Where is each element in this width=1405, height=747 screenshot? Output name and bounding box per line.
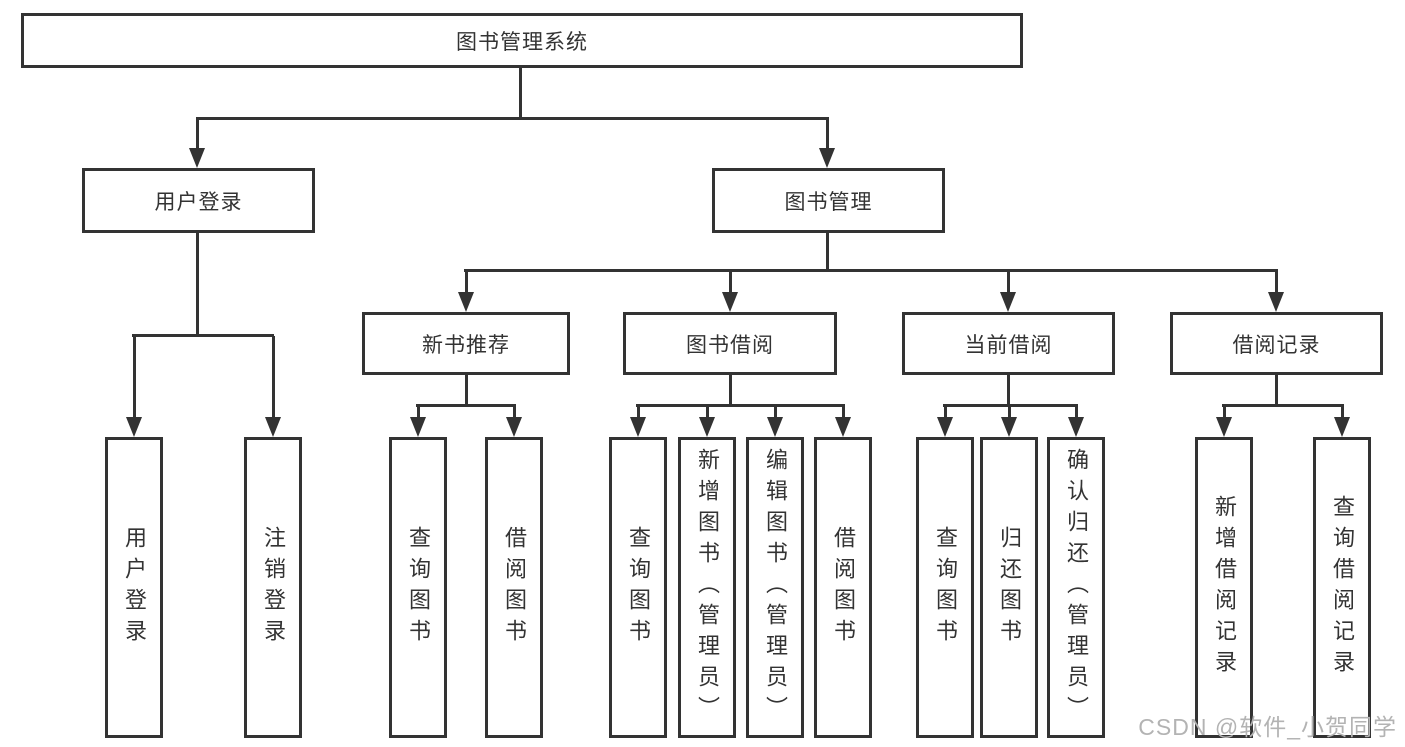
connector-line: [774, 406, 777, 420]
leaf-recommend-query-books-label: 查询图书: [406, 525, 431, 650]
arrow-down-icon: [458, 292, 474, 312]
leaf-confirm-return-admin: 确认归还（管理员）: [1047, 437, 1105, 738]
leaf-recommend-borrow-books: 借阅图书: [485, 437, 543, 738]
leaf-edit-books-admin-label: 编辑图书（管理员）: [763, 448, 788, 727]
connector-line: [637, 406, 640, 420]
arrow-down-icon: [699, 417, 715, 437]
connector-line: [132, 334, 274, 337]
arrow-down-icon: [819, 148, 835, 168]
leaf-add-books-admin: 新增图书（管理员）: [678, 437, 736, 738]
leaf-query-borrow-record-label: 查询借阅记录: [1330, 494, 1355, 681]
arrow-down-icon: [1216, 417, 1232, 437]
arrow-down-icon: [506, 417, 522, 437]
leaf-logout: 注销登录: [244, 437, 302, 738]
arrow-down-icon: [265, 417, 281, 437]
node-user-login-label: 用户登录: [154, 190, 243, 214]
connector-line: [1075, 406, 1078, 420]
leaf-logout-label: 注销登录: [261, 525, 286, 650]
connector-line: [944, 406, 947, 420]
leaf-borrow-books-label: 借阅图书: [831, 525, 856, 650]
leaf-borrow-books: 借阅图书: [814, 437, 872, 738]
connector-line: [416, 404, 516, 407]
leaf-recommend-borrow-books-label: 借阅图书: [502, 525, 527, 650]
connector-line: [1223, 406, 1226, 420]
arrow-down-icon: [1268, 292, 1284, 312]
node-book-borrowing-label: 图书借阅: [686, 333, 774, 357]
connector-line: [729, 375, 732, 407]
arrow-down-icon: [1334, 417, 1350, 437]
leaf-add-books-admin-label: 新增图书（管理员）: [695, 448, 720, 727]
connector-line: [196, 118, 199, 152]
node-library-system: 图书管理系统: [21, 13, 1023, 68]
leaf-confirm-return-admin-label: 确认归还（管理员）: [1064, 448, 1089, 727]
leaf-recommend-query-books: 查询图书: [389, 437, 447, 738]
node-book-management-label: 图书管理: [784, 190, 873, 214]
connector-line: [513, 406, 516, 420]
arrow-down-icon: [189, 148, 205, 168]
connector-line: [1275, 271, 1278, 296]
connector-line: [133, 336, 136, 420]
connector-line: [729, 271, 732, 296]
arrow-down-icon: [767, 417, 783, 437]
connector-line: [465, 375, 468, 407]
connector-line: [1007, 271, 1010, 296]
node-library-system-label: 图书管理系统: [456, 30, 588, 54]
connector-line: [1222, 404, 1344, 407]
node-user-login: 用户登录: [82, 168, 315, 233]
leaf-borrowing-query-books-label: 查询图书: [626, 525, 651, 650]
connector-line: [826, 118, 829, 152]
connector-line: [1008, 406, 1011, 420]
leaf-add-borrow-record: 新增借阅记录: [1195, 437, 1253, 738]
leaf-edit-books-admin: 编辑图书（管理员）: [746, 437, 804, 738]
connector-line: [465, 271, 468, 296]
leaf-current-query-books-label: 查询图书: [933, 525, 958, 650]
node-book-borrowing: 图书借阅: [623, 312, 837, 375]
connector-line: [636, 404, 845, 407]
connector-line: [1275, 375, 1278, 407]
node-book-management: 图书管理: [712, 168, 945, 233]
node-current-borrowing: 当前借阅: [902, 312, 1115, 375]
node-new-book-recommend: 新书推荐: [362, 312, 570, 375]
node-borrow-records-label: 借阅记录: [1232, 333, 1321, 357]
leaf-borrowing-query-books: 查询图书: [609, 437, 667, 738]
connector-line: [464, 269, 1278, 272]
connector-line: [1341, 406, 1344, 420]
arrow-down-icon: [722, 292, 738, 312]
node-borrow-records: 借阅记录: [1170, 312, 1383, 375]
arrow-down-icon: [126, 417, 142, 437]
connector-line: [417, 406, 420, 420]
arrow-down-icon: [1068, 417, 1084, 437]
arrow-down-icon: [410, 417, 426, 437]
connector-line: [1007, 375, 1010, 407]
leaf-return-books: 归还图书: [980, 437, 1038, 738]
csdn-watermark: CSDN @软件_小贺同学: [1138, 714, 1397, 740]
connector-line: [943, 404, 1078, 407]
arrow-down-icon: [630, 417, 646, 437]
leaf-current-query-books: 查询图书: [916, 437, 974, 738]
connector-line: [706, 406, 709, 420]
arrow-down-icon: [937, 417, 953, 437]
leaf-add-borrow-record-label: 新增借阅记录: [1212, 494, 1237, 681]
connector-line: [196, 117, 829, 120]
leaf-user-login: 用户登录: [105, 437, 163, 738]
arrow-down-icon: [1000, 292, 1016, 312]
node-new-book-recommend-label: 新书推荐: [422, 333, 510, 357]
connector-line: [826, 233, 829, 272]
connector-line: [842, 406, 845, 420]
leaf-user-login-label: 用户登录: [122, 525, 147, 650]
leaf-return-books-label: 归还图书: [997, 525, 1022, 650]
arrow-down-icon: [1001, 417, 1017, 437]
connector-line: [272, 336, 275, 420]
node-current-borrowing-label: 当前借阅: [964, 333, 1053, 357]
connector-line: [519, 68, 522, 118]
connector-line: [196, 233, 199, 337]
arrow-down-icon: [835, 417, 851, 437]
leaf-query-borrow-record: 查询借阅记录: [1313, 437, 1371, 738]
